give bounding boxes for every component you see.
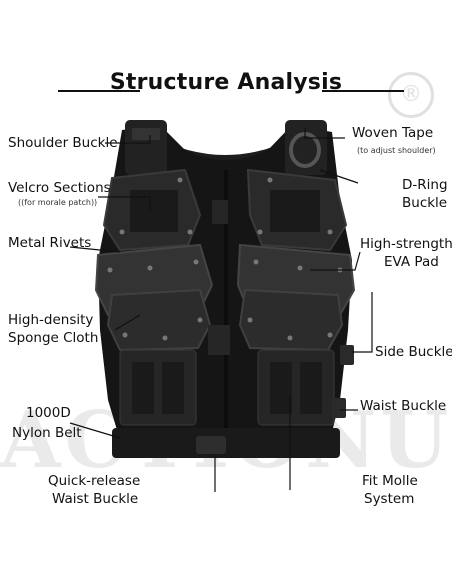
label-nylon-belt-2: Nylon Belt <box>12 425 82 441</box>
label-nylon-belt-1: 1000D <box>26 405 71 421</box>
label-woven-tape: Woven Tape <box>352 125 434 141</box>
label-molle-2: System <box>364 491 415 507</box>
title-rule-left <box>58 90 140 92</box>
label-molle-1: Fit Molle <box>362 473 418 489</box>
label-eva-pad-2: EVA Pad <box>384 254 439 270</box>
title-rule-right <box>322 90 404 92</box>
zipper-pull-lower <box>208 325 230 355</box>
label-quick-release-1: Quick-release <box>48 473 141 489</box>
callout-metal-rivets <box>69 246 121 253</box>
left-velcro-panel <box>130 190 178 232</box>
label-velcro-sections: Velcro Sections <box>8 180 111 196</box>
callout-velcro <box>98 196 151 210</box>
page-title: Structure Analysis <box>109 70 343 95</box>
left-mag-pouch <box>119 349 197 426</box>
callout-side-buckle <box>352 292 373 353</box>
label-eva-pad-1: High-strength <box>360 236 452 252</box>
callout-woven-tape <box>304 128 345 139</box>
waist-buckle-icon <box>332 398 346 418</box>
label-shoulder-buckle: Shoulder Buckle <box>8 135 118 151</box>
label-woven-tape-sub: (to adjust shoulder) <box>357 146 436 155</box>
zipper-pull <box>212 200 228 224</box>
label-d-ring-buckle: Buckle <box>402 195 448 211</box>
left-shoulder-buckle <box>132 128 160 140</box>
label-sponge-2: Sponge Cloth <box>8 330 99 346</box>
label-d-ring: D-Ring <box>402 177 448 193</box>
metal-rivets <box>107 177 343 341</box>
label-metal-rivets: Metal Rivets <box>8 235 92 251</box>
callout-sponge <box>114 314 141 331</box>
label-sponge-1: High-density <box>8 312 94 328</box>
right-velcro-panel <box>270 190 320 232</box>
label-side-buckle: Side Buckle <box>375 344 452 360</box>
side-buckle-icon <box>340 345 354 365</box>
right-lower-plate <box>238 288 344 352</box>
callout-d-ring <box>319 169 359 184</box>
label-quick-release-2: Waist Buckle <box>52 491 139 507</box>
quick-release-buckle <box>196 436 226 454</box>
label-velcro-sections-sub: ((for morale patch)) <box>18 198 98 207</box>
callout-nylon-belt <box>69 422 121 439</box>
callout-lines <box>69 128 373 492</box>
callout-shoulder-buckle <box>105 135 151 144</box>
right-mag-pouch <box>257 349 335 426</box>
registered-mark-icon: ® <box>388 72 434 118</box>
label-waist-buckle: Waist Buckle <box>360 398 447 414</box>
left-lower-plate <box>106 288 212 352</box>
callout-eva-pad <box>310 251 361 271</box>
